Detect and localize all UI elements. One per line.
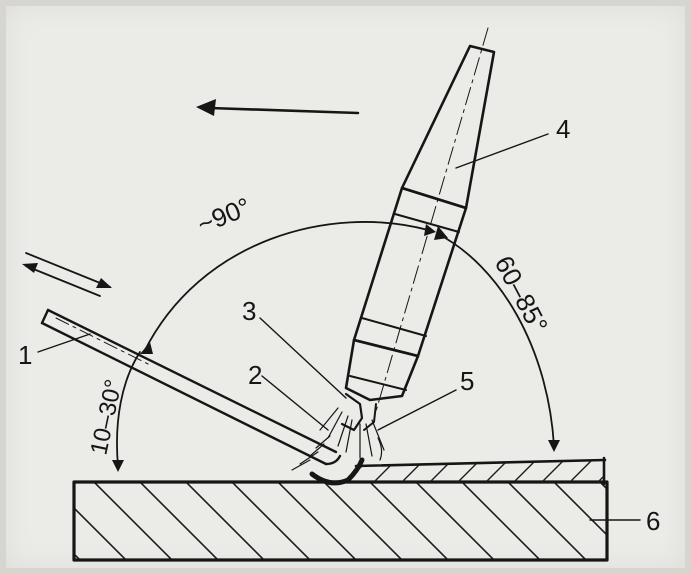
label-part-5: 5	[460, 366, 474, 396]
base-plate	[72, 480, 609, 562]
label-part-2: 2	[248, 360, 262, 390]
label-angle-torch-rod: ~90°	[193, 191, 255, 239]
rod-motion-arrows	[22, 252, 112, 297]
filler-rod	[40, 308, 342, 466]
label-part-4: 4	[556, 114, 570, 144]
angle-arcs	[112, 221, 560, 472]
weld-bead	[309, 456, 607, 486]
label-part-3: 3	[242, 296, 256, 326]
travel-direction-arrow	[196, 99, 360, 116]
label-angle-rod-plate: 10–30°	[85, 377, 127, 457]
flame-rays	[291, 407, 385, 471]
label-part-6: 6	[646, 506, 660, 536]
torch	[340, 27, 496, 432]
leader-lines	[37, 133, 641, 521]
label-angle-torch-plate: 60–85°	[489, 251, 554, 338]
label-part-1: 1	[18, 340, 32, 370]
